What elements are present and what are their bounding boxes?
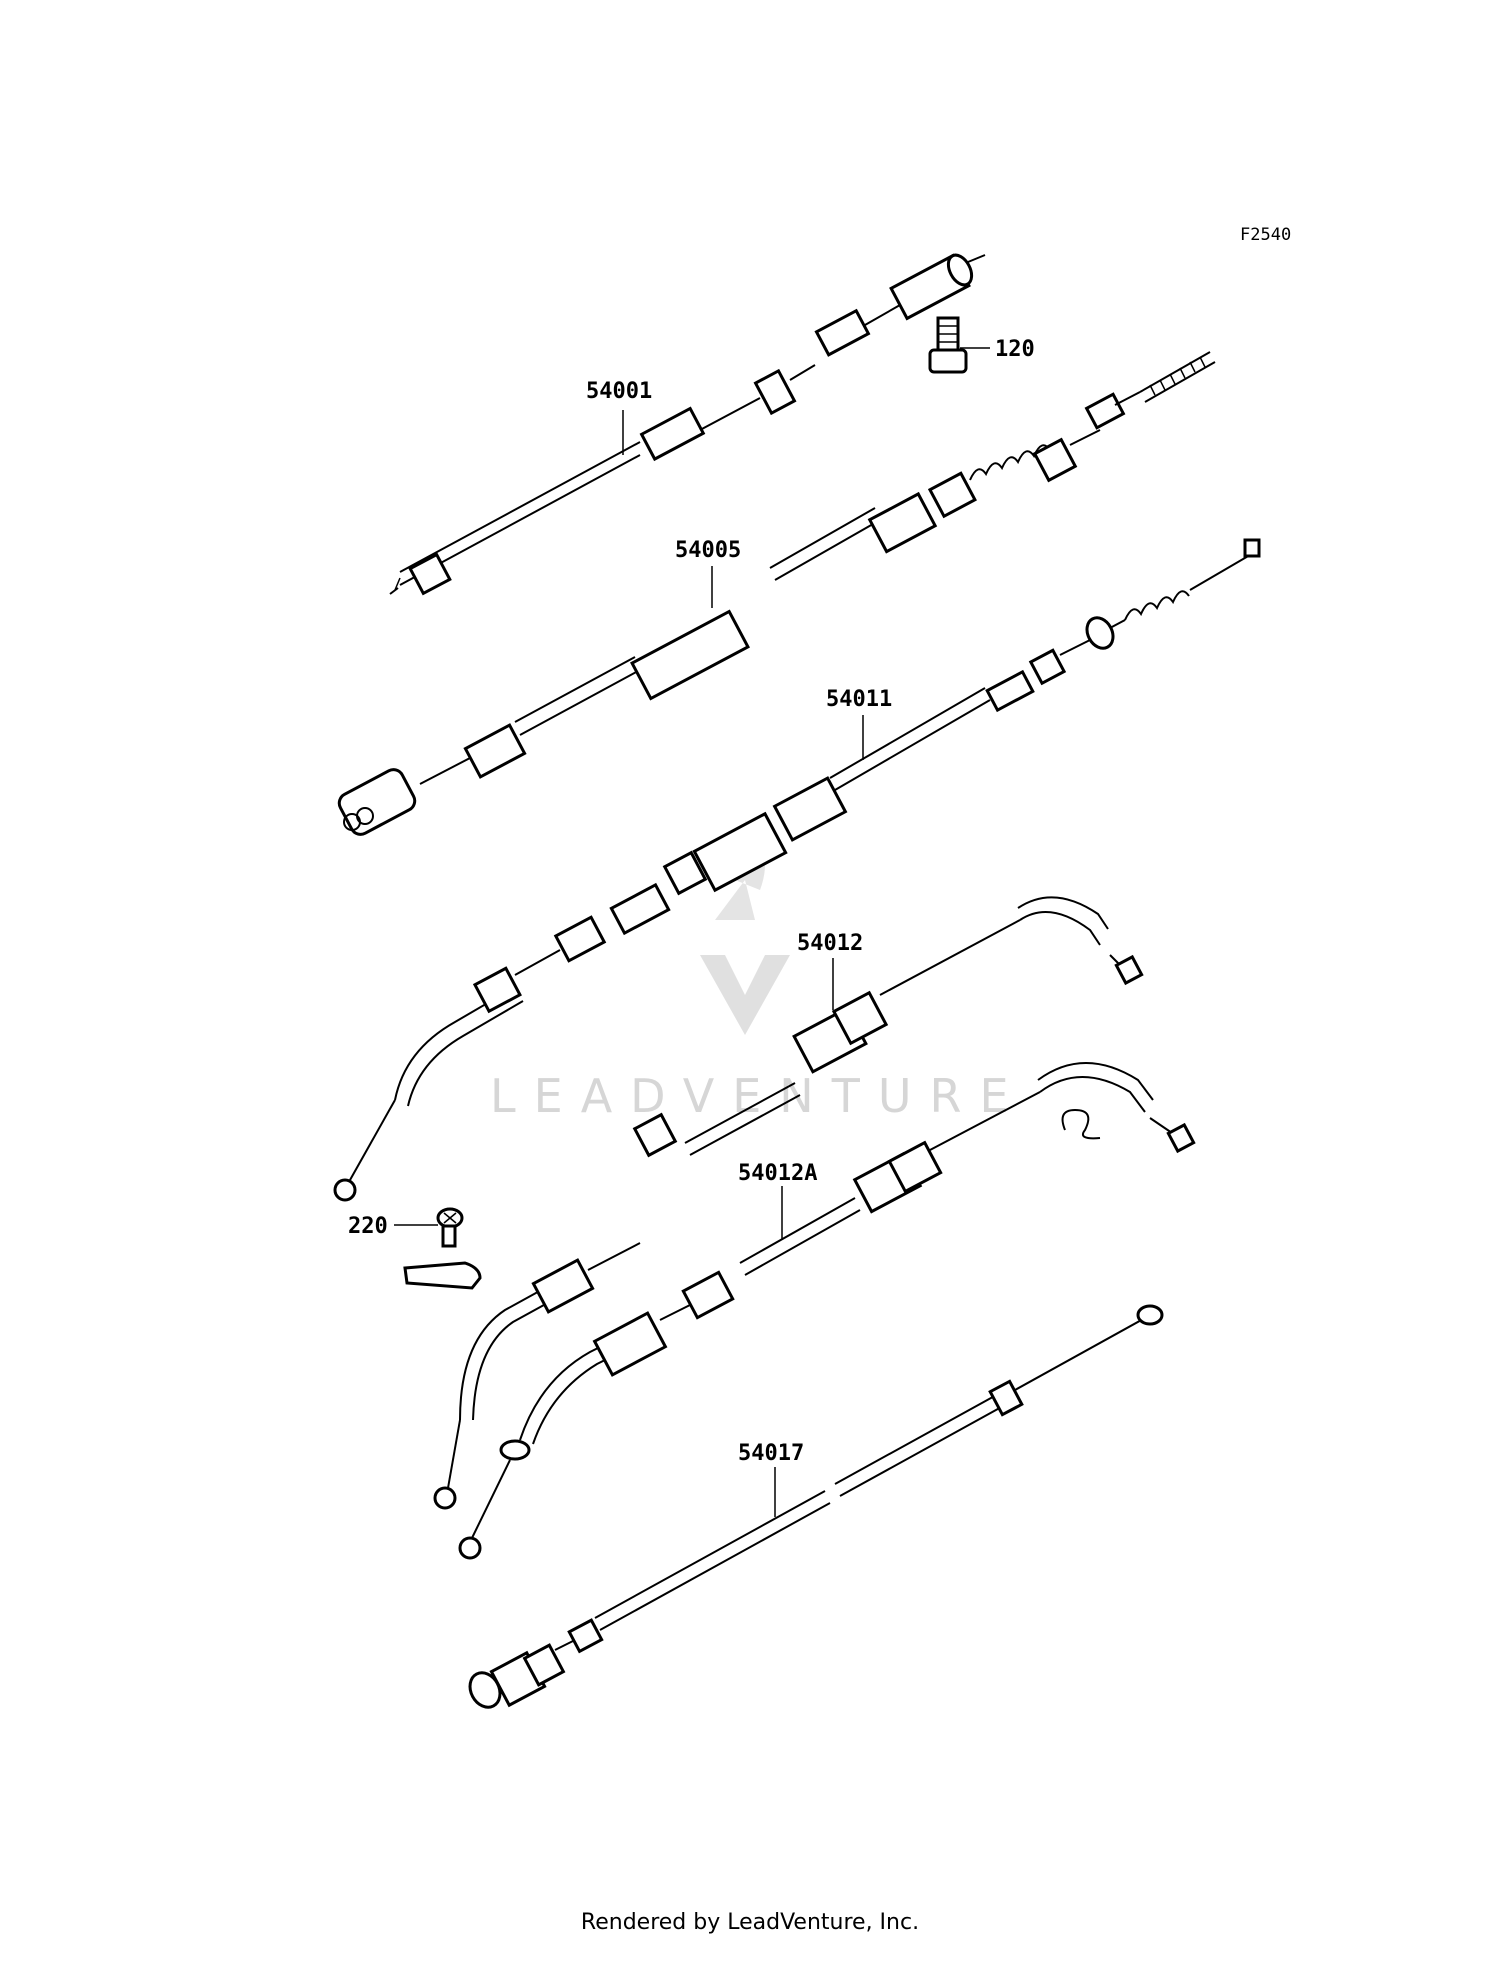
screw-220[interactable] [436,1207,464,1248]
callout-54001-label: 54001 [586,379,652,404]
callout-54001: 54001 [586,379,652,455]
callout-54012A: 54012A [738,1161,817,1240]
callout-54005: 54005 [675,538,741,608]
footer-credit: Rendered by LeadVenture, Inc. [580,1910,920,1935]
cable-54017[interactable] [464,1304,1164,1712]
cable-54005[interactable] [336,351,1216,838]
callout-220-label: 220 [348,1214,388,1239]
callout-120-label: 120 [995,337,1035,362]
cable-54011[interactable] [333,538,1261,1202]
callout-54011: 54011 [826,687,892,760]
callout-54012-label: 54012 [797,931,863,956]
callout-54011-label: 54011 [826,687,892,712]
figure-id: F2540 [1240,225,1291,245]
watermark: LEADVENTURE [490,820,1027,1123]
bolt-120[interactable] [928,316,968,374]
cable-54012A[interactable] [458,1062,1196,1560]
callout-220: 220 [348,1214,438,1239]
cable-54012[interactable] [403,896,1144,1510]
cable-54001[interactable] [389,251,986,596]
callout-54017-label: 54017 [738,1441,804,1466]
callout-120: 120 [960,337,1035,362]
callout-54005-label: 54005 [675,538,741,563]
callout-54012A-label: 54012A [738,1161,817,1186]
callout-54012: 54012 [797,931,863,1010]
watermark-text: LEADVENTURE [490,1069,1027,1123]
callout-54017: 54017 [738,1441,804,1517]
